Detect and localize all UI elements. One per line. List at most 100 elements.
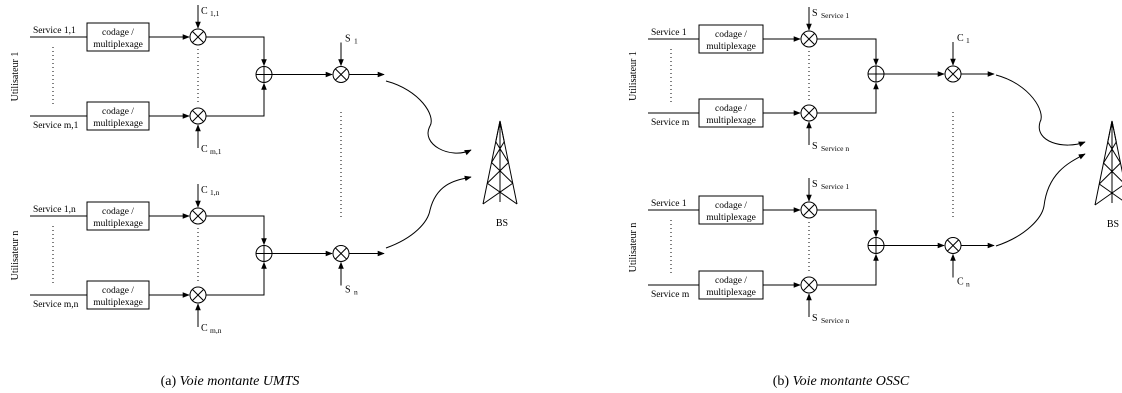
service-label-top: Service 1 [651, 199, 687, 209]
tower-brace [1098, 183, 1122, 201]
adder [867, 237, 885, 254]
block-label-line1: codage / [102, 107, 134, 117]
code-label-main: C [201, 6, 208, 17]
top-branch-to-adder [206, 215, 267, 246]
tower-brace [499, 120, 505, 142]
code-label-sub: m,n [210, 326, 222, 335]
spreading-multiplier-bottom [189, 286, 207, 304]
block-label-line1: codage / [715, 276, 747, 286]
tower-brace [1103, 141, 1117, 164]
block-rect [698, 24, 764, 54]
code-label-sub: m,1 [210, 147, 222, 156]
spreading-multiplier-top [189, 28, 207, 46]
multiplier-cross [192, 31, 204, 43]
caption: (b) Voie montante OSSC [773, 374, 910, 389]
adder [867, 65, 885, 83]
adder [255, 245, 273, 262]
multiplier-cross [192, 210, 204, 222]
caption-title: Voie montante UMTS [180, 374, 300, 389]
tower-brace [491, 162, 514, 184]
multiplier-cross [803, 279, 815, 291]
block-label-line2: multiplexage [93, 119, 143, 129]
service-label-bottom: Service m,n [33, 300, 79, 310]
code-label-main: S [345, 285, 351, 296]
block-label-line1: codage / [715, 104, 747, 114]
coding-multiplexing-block: codage /multiplexage [698, 195, 801, 225]
multiplier-cross [192, 289, 204, 301]
radio-link-curve-bottom [385, 175, 472, 249]
block-label-line1: codage / [715, 201, 747, 211]
block-label-line2: multiplexage [706, 116, 756, 126]
bottom-branch-to-adder [817, 82, 879, 114]
multiplier-cross [803, 33, 815, 45]
scrambling-multiplier [944, 65, 962, 83]
top-branch-to-adder [817, 209, 879, 238]
tower-brace [1103, 162, 1122, 182]
caption-prefix: (a) [161, 374, 177, 389]
tower-outline [1094, 120, 1122, 206]
coding-multiplexing-block: codage /multiplexage [698, 270, 801, 300]
user-label: Utilisateur 1 [628, 51, 639, 101]
code-label-main: S [812, 8, 818, 19]
coding-multiplexing-block: codage / multiplexage [698, 98, 801, 128]
service-label-bottom: Service m [651, 118, 690, 128]
tower-brace [486, 182, 518, 205]
tower-brace [1098, 162, 1121, 185]
code-label-sub: n [966, 280, 970, 289]
tower-brace [1094, 185, 1122, 206]
block-rect [86, 280, 150, 310]
spreading-multiplier-bottom [189, 107, 207, 125]
code-label-sub: n [354, 288, 358, 297]
code-label-main: S [812, 179, 818, 190]
block-rect [698, 195, 764, 225]
scrambling-multiplier [944, 237, 962, 254]
tower-brace [491, 141, 505, 163]
user-label: Utilisateur 1 [10, 52, 21, 102]
tower-brace [486, 162, 509, 184]
block-label-line1: codage / [102, 28, 134, 38]
code-label-main: C [957, 33, 964, 44]
block-label-line1: codage / [715, 30, 747, 40]
bottom-branch-to-adder [206, 261, 267, 296]
tower-brace [482, 182, 514, 205]
block-label-line2: multiplexage [706, 42, 756, 52]
spreading-multiplier-top [800, 30, 818, 48]
tower-brace [1107, 120, 1113, 143]
service-label-bottom: Service m,1 [33, 121, 79, 131]
radio-link-curve-bottom [995, 153, 1086, 247]
base-station-tower-icon [1094, 120, 1122, 206]
block-label-line1: codage / [102, 207, 134, 217]
code-label-main: C [201, 144, 208, 155]
service-label-top: Service 1,1 [33, 26, 76, 36]
top-branch-to-adder [817, 38, 879, 66]
code-label-sub: 1 [966, 36, 970, 45]
service-label-top: Service 1 [651, 28, 687, 38]
multiplier-cross [947, 239, 959, 252]
code-label-main: C [201, 185, 208, 196]
multiplier-cross [803, 204, 815, 216]
block-rect [86, 101, 150, 131]
block-label-line2: multiplexage [93, 219, 143, 229]
code-label-sub: Service n [821, 144, 849, 153]
adder [255, 66, 273, 83]
block-rect [698, 270, 764, 300]
spreading-multiplier-bottom [800, 276, 818, 294]
base-station-tower-icon [482, 120, 518, 205]
multiplier-cross [947, 68, 959, 80]
service-label-bottom: Service m [651, 290, 690, 300]
block-label-line1: codage / [102, 286, 134, 296]
scrambling-multiplier [332, 66, 350, 83]
code-label-main: C [957, 277, 964, 288]
